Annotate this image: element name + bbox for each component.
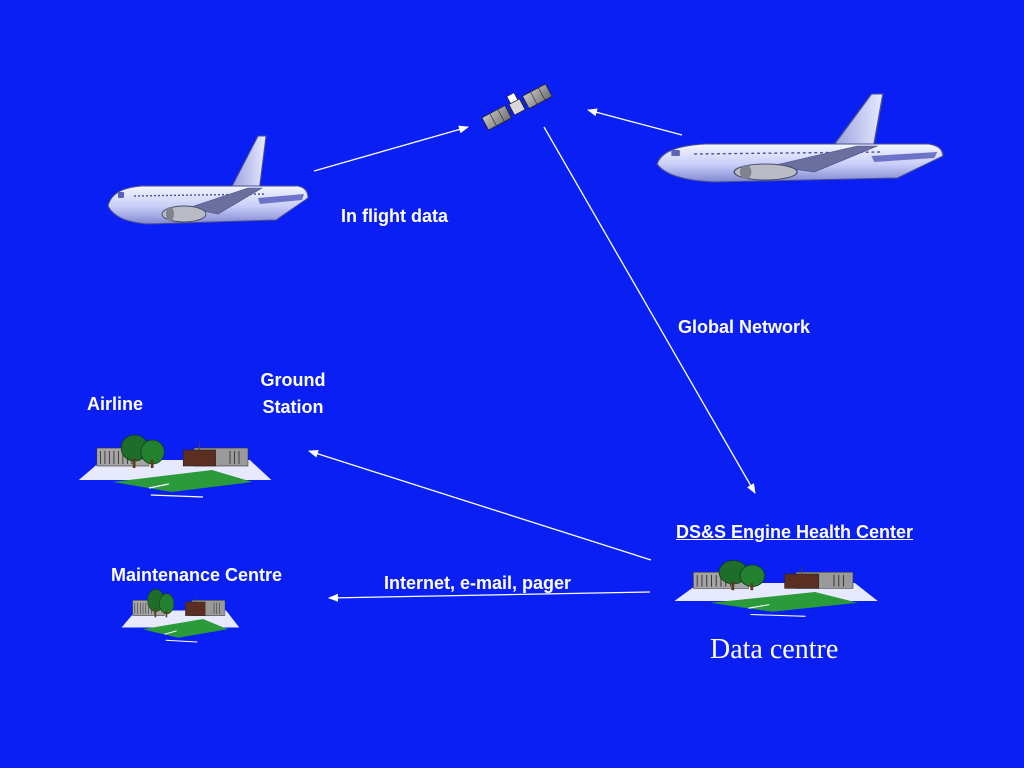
global-network-label: Global Network: [678, 317, 811, 337]
ground-station-line1: Ground: [260, 370, 326, 390]
internet-label: Internet, e-mail, pager: [384, 573, 572, 593]
airline-label: Airline: [87, 394, 144, 414]
arrow-satellite-to-data-centre: [543, 126, 756, 494]
airplane-right-icon: [655, 92, 945, 184]
satellite-icon: [481, 83, 553, 131]
arrow-data-centre-to-maintenance: [328, 591, 651, 602]
data-centre-building-icon: [673, 559, 879, 617]
airplane-left-icon: [107, 135, 309, 225]
airline-building-icon: [78, 434, 272, 498]
arrow-plane-right-to-satellite: [587, 108, 683, 136]
ground-station-label: Ground Station: [249, 367, 337, 421]
maintenance-centre-label: Maintenance Centre: [111, 565, 283, 585]
ground-station-line2: Station: [262, 397, 324, 417]
in-flight-data-label: In flight data: [341, 206, 448, 226]
arrow-data-centre-to-airline: [308, 449, 652, 561]
data-centre-label: Data centre: [710, 634, 839, 665]
health-center-label: DS&S Engine Health Center: [676, 522, 914, 542]
maintenance-building-icon: [121, 588, 240, 643]
arrow-plane-to-satellite: [313, 125, 469, 172]
